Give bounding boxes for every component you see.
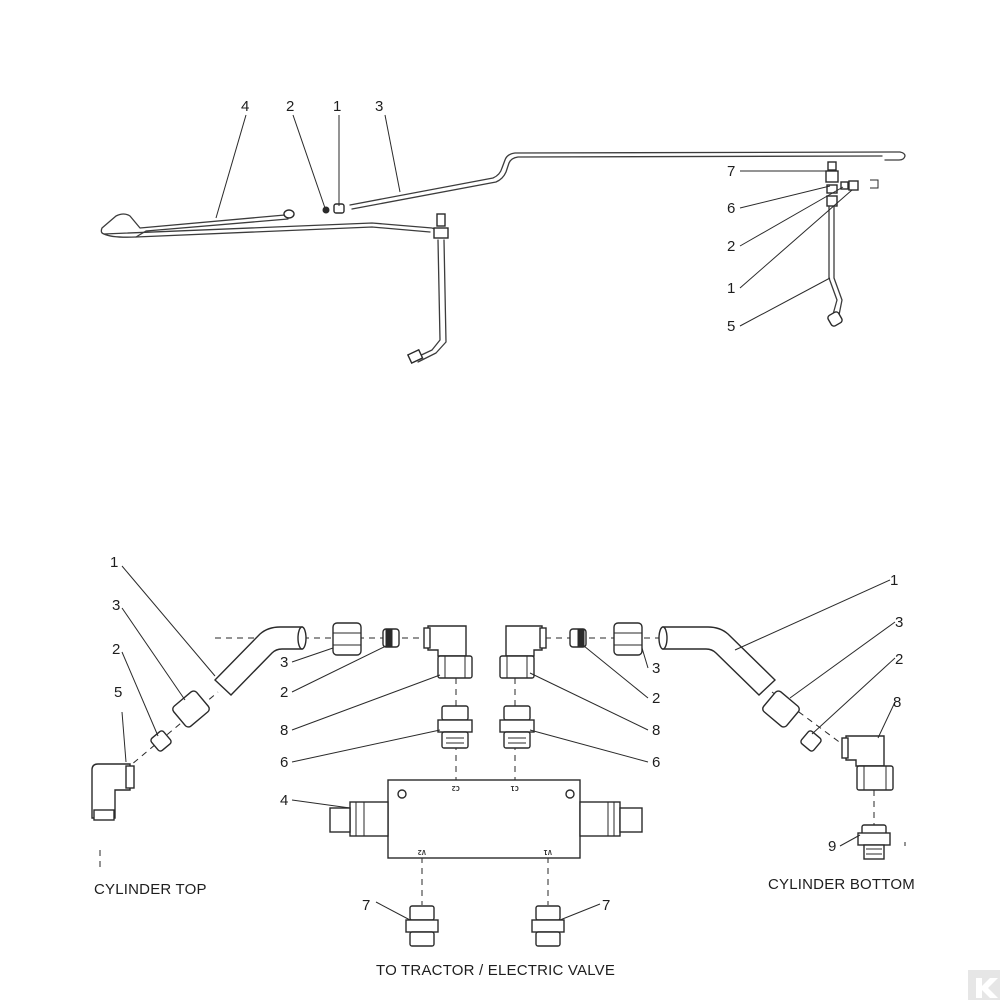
elbow-8-right xyxy=(499,625,547,679)
pipe-end-fitting xyxy=(406,348,424,364)
cylinder-bottom-label: CYLINDER BOTTOM xyxy=(768,876,915,893)
callout-9: 9 xyxy=(828,838,836,855)
to-tractor-label: TO TRACTOR / ELECTRIC VALVE xyxy=(376,962,615,979)
callout-3: 3 xyxy=(375,98,383,115)
fitting-6b xyxy=(826,195,838,207)
callout-1: 1 xyxy=(727,280,735,297)
nut-3-left xyxy=(332,622,362,656)
port-label-v1: V1 xyxy=(544,848,552,856)
callout-6: 6 xyxy=(727,200,735,217)
bent-pipe-left xyxy=(213,626,303,696)
callout-8: 8 xyxy=(280,722,288,739)
callout-3: 3 xyxy=(280,654,288,671)
callout-2: 2 xyxy=(727,238,735,255)
elbow-8-left xyxy=(423,625,473,679)
callout-1: 1 xyxy=(110,554,118,571)
exploded-assembly: C2 C1 V2 V1 xyxy=(91,622,906,947)
adapter-6-left xyxy=(437,705,473,749)
callout-2: 2 xyxy=(280,684,288,701)
fitting-7 xyxy=(827,161,837,171)
brand-logo-icon xyxy=(968,970,1000,1000)
callout-7: 7 xyxy=(602,897,610,914)
callout-2: 2 xyxy=(112,641,120,658)
tee-fitting-left-body xyxy=(433,227,449,239)
callout-8: 8 xyxy=(652,722,660,739)
adapter-9 xyxy=(857,824,891,860)
callout-4: 4 xyxy=(280,792,288,809)
callout-7: 7 xyxy=(727,163,735,180)
callout-4: 4 xyxy=(241,98,249,115)
nut-3-right-low xyxy=(762,690,800,728)
bottom-leaders xyxy=(121,565,896,921)
callout-1: 1 xyxy=(333,98,341,115)
pipe-nut-4 xyxy=(283,209,295,219)
ring-2-right-low xyxy=(800,730,822,752)
callout-5: 5 xyxy=(114,684,122,701)
callout-1: 1 xyxy=(890,572,898,589)
elbow-5 xyxy=(91,763,135,821)
bent-pipe-right xyxy=(662,626,777,696)
callout-6: 6 xyxy=(652,754,660,771)
adapter-7-left xyxy=(405,905,439,947)
pipe-end-5 xyxy=(827,311,843,327)
callout-2: 2 xyxy=(895,651,903,668)
tee-fitting-left xyxy=(436,213,446,227)
nut-1-right xyxy=(848,180,859,191)
callout-3: 3 xyxy=(895,614,903,631)
callout-5: 5 xyxy=(727,318,735,335)
callout-3: 3 xyxy=(112,597,120,614)
nut-3-left-low xyxy=(172,690,210,728)
port-label-c1: C1 xyxy=(511,784,519,792)
bottom-callouts: 1 3 2 5 3 2 8 6 4 7 1 3 2 8 3 2 8 6 9 7 xyxy=(110,554,903,914)
tee-body xyxy=(825,170,839,183)
port-label-c2: C2 xyxy=(452,784,460,792)
cutting-ring-2 xyxy=(322,206,330,214)
top-pipe-assembly xyxy=(100,151,906,364)
port-label-v2: V2 xyxy=(418,848,426,856)
callout-2: 2 xyxy=(286,98,294,115)
valve-block-body xyxy=(387,779,581,859)
elbow-8-far-right xyxy=(841,735,894,791)
adapter-7-right xyxy=(531,905,565,947)
adapter-6-right xyxy=(499,705,535,749)
nut-3-right xyxy=(613,622,643,656)
cylinder-top-label: CYLINDER TOP xyxy=(94,881,207,898)
callout-2: 2 xyxy=(652,690,660,707)
ring-2-right xyxy=(840,181,849,190)
callout-8: 8 xyxy=(893,694,901,711)
callout-6: 6 xyxy=(280,754,288,771)
top-callouts: 4 2 1 3 7 6 2 1 5 xyxy=(215,98,853,335)
ring-2-left-low xyxy=(150,730,172,752)
callout-7: 7 xyxy=(362,897,370,914)
valve-block: C2 C1 V2 V1 xyxy=(329,779,643,859)
callout-3: 3 xyxy=(652,660,660,677)
